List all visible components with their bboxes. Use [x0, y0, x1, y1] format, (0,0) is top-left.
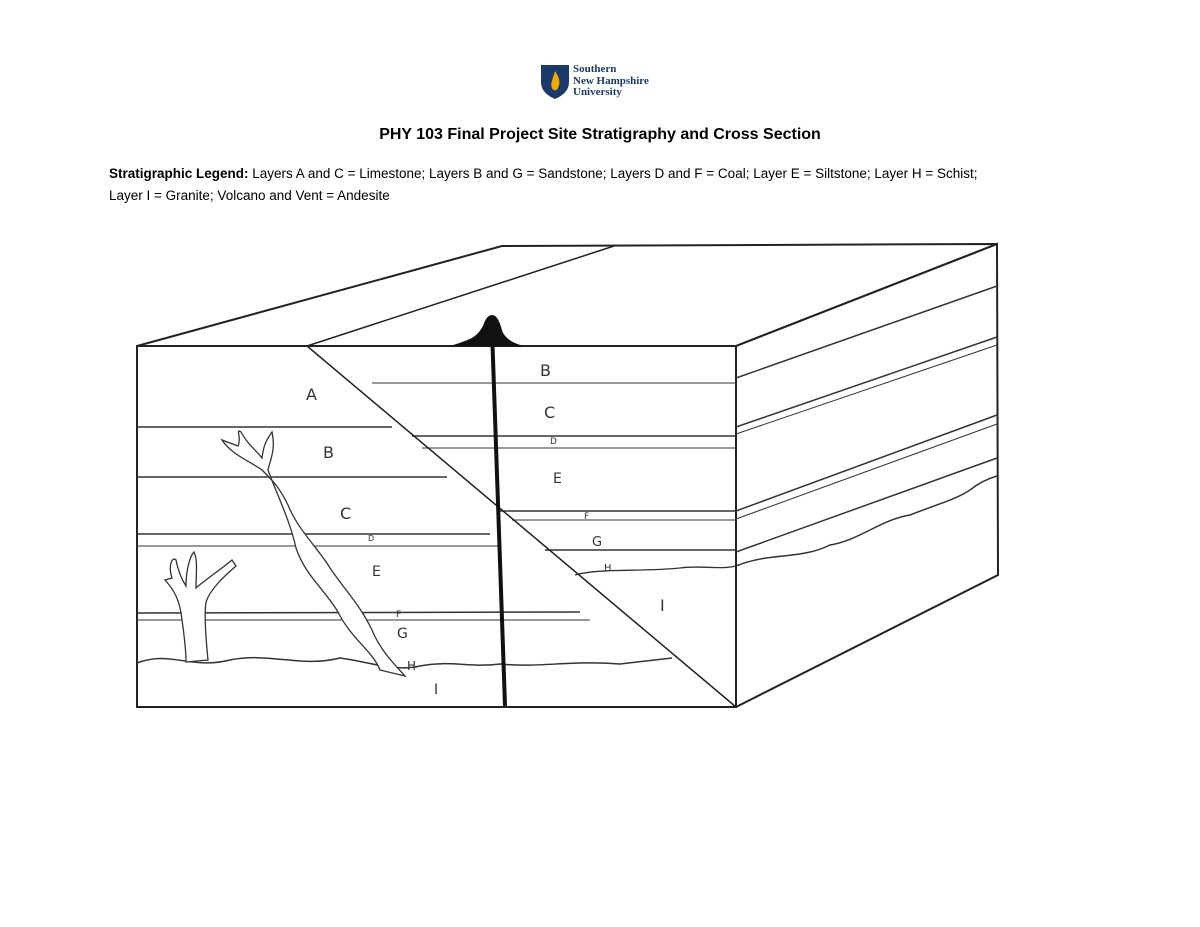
- label-left-E: E: [372, 564, 381, 580]
- fault-line: [306, 345, 737, 708]
- label-left-F: F: [396, 610, 401, 620]
- shield-flame-icon: [541, 65, 569, 99]
- label-left-B: B: [323, 443, 334, 462]
- legend-heading: Stratigraphic Legend:: [109, 166, 249, 181]
- block-front-face: [136, 345, 737, 708]
- cross-section-diagram: A B C D E F G H I B C D E F G H I: [136, 242, 1000, 708]
- label-right-C: C: [544, 403, 555, 422]
- stratigraphic-legend: Stratigraphic Legend: Layers A and C = L…: [109, 163, 1069, 207]
- label-right-G: G: [592, 535, 602, 550]
- block-right-face: [735, 242, 1000, 708]
- granite-intrusion-small: [163, 550, 237, 663]
- fault-trace-top: [306, 245, 615, 347]
- granite-intrusion-large: [220, 430, 407, 678]
- left-block-labels: A B C D E F G H I: [306, 385, 438, 698]
- label-right-B: B: [540, 361, 551, 380]
- volcano-cone: [451, 315, 523, 347]
- label-left-I: I: [434, 682, 438, 698]
- label-right-F: F: [584, 512, 589, 522]
- label-left-A: A: [306, 385, 317, 404]
- volcanic-vent: [490, 329, 507, 707]
- label-left-G: G: [397, 626, 408, 642]
- logo-line-2: New Hampshire: [573, 74, 649, 87]
- right-face-layers: [735, 285, 998, 567]
- label-right-H: H: [604, 563, 612, 574]
- logo-wordmark: Southern New Hampshire University: [573, 63, 649, 99]
- logo-line-3: University: [573, 86, 622, 98]
- label-right-E: E: [553, 471, 562, 487]
- university-logo: Southern New Hampshire University: [540, 63, 670, 104]
- front-layers-left: [136, 426, 673, 669]
- legend-line-2: Layer I = Granite; Volcano and Vent = An…: [109, 188, 390, 203]
- page-title: PHY 103 Final Project Site Stratigraphy …: [379, 126, 821, 143]
- label-right-I: I: [660, 596, 665, 615]
- label-right-D: D: [550, 437, 557, 447]
- front-layers-right: [372, 382, 737, 576]
- right-block-labels: B C D E F G H I: [540, 361, 665, 615]
- legend-line-1: Layers A and C = Limestone; Layers B and…: [252, 166, 978, 181]
- logo-line-1: Southern: [573, 63, 617, 75]
- label-left-D: D: [368, 534, 374, 543]
- label-left-H: H: [407, 659, 416, 673]
- label-left-C: C: [340, 504, 351, 523]
